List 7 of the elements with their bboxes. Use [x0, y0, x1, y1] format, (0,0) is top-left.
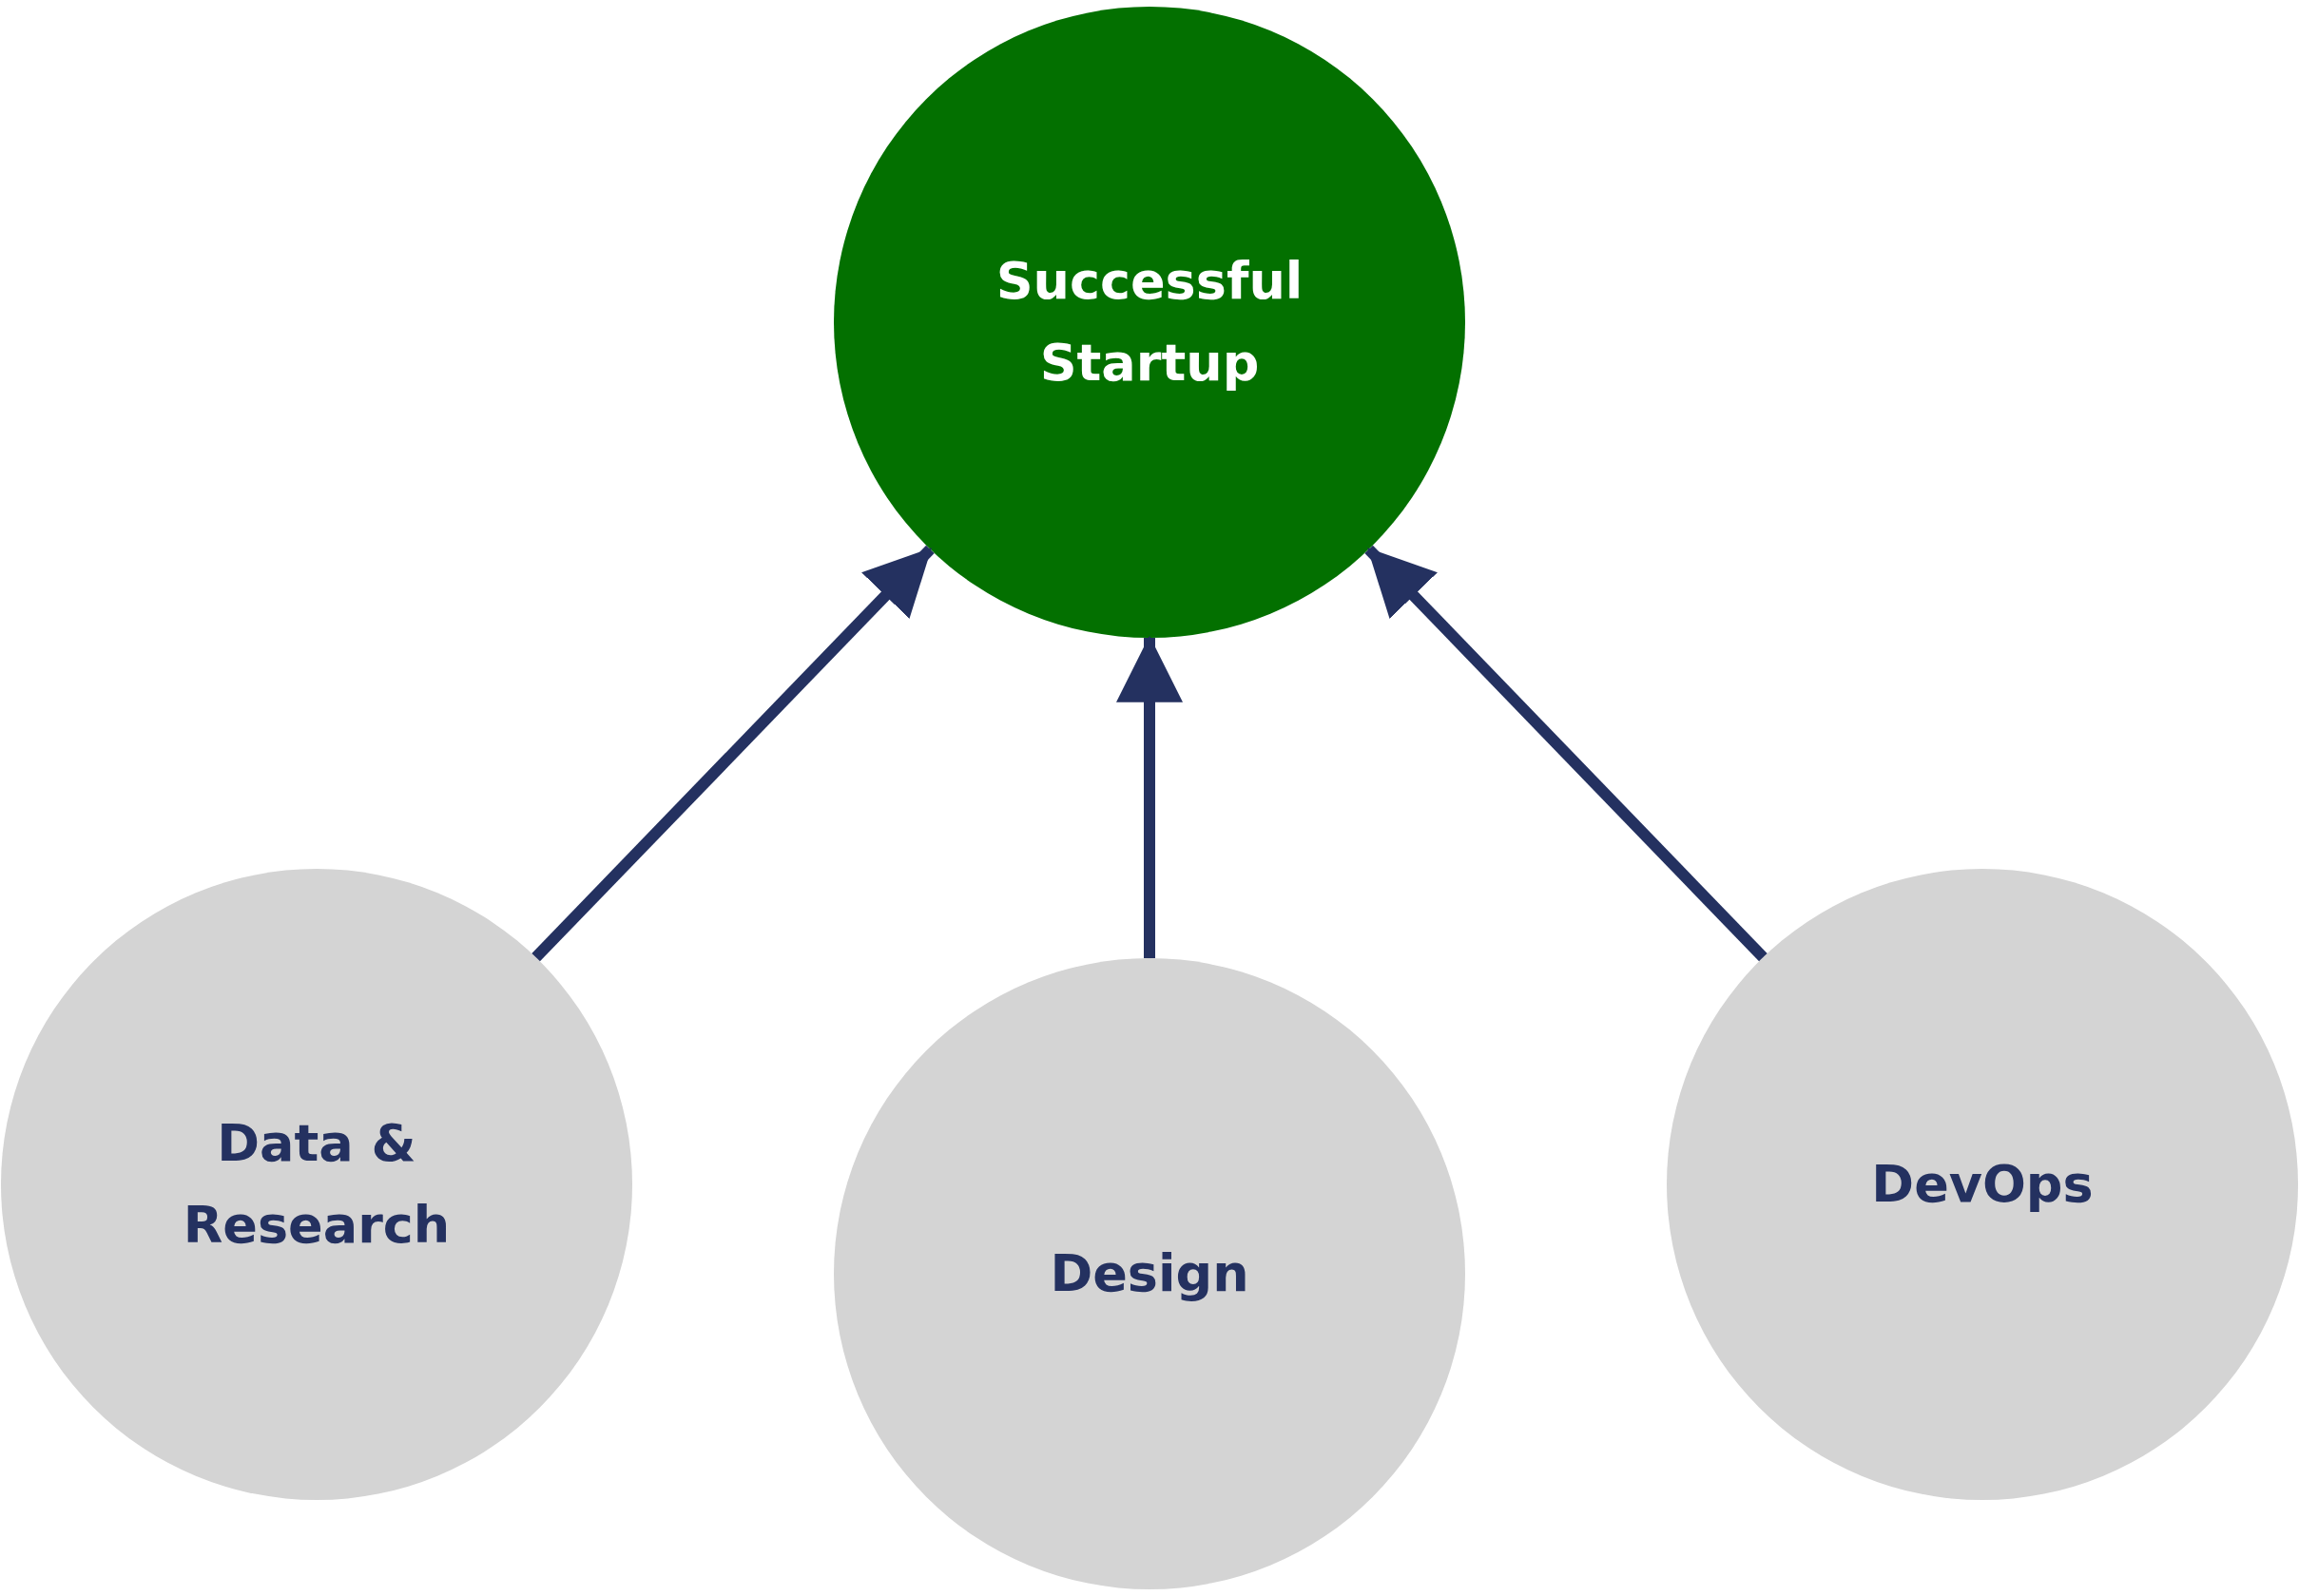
node-label: Successful Startup [995, 249, 1304, 394]
node-label: DevOps [1871, 1152, 2094, 1216]
arrow [531, 545, 935, 962]
node-label: Design [1050, 1241, 1249, 1305]
node-label: Data & Research [182, 1111, 452, 1257]
arrow [1364, 545, 1768, 962]
arrow [1116, 635, 1183, 958]
